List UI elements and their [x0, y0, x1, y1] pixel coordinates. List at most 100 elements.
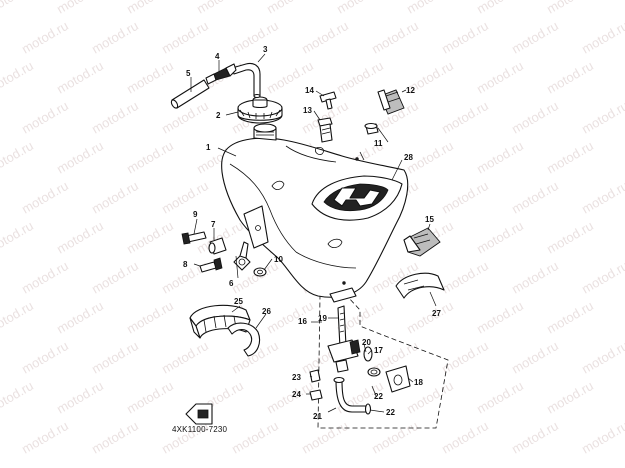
watermark-text: motod.ru [439, 178, 491, 217]
lever-plate [385, 365, 411, 393]
watermark-text: motod.ru [439, 98, 491, 137]
watermark-text: motod.ru [0, 58, 36, 97]
watermark-text: motod.ru [54, 138, 106, 177]
watermark-text: motod.ru [334, 0, 386, 17]
watermark-text: motod.ru [439, 338, 491, 377]
watermark-text: motod.ru [89, 18, 141, 57]
watermark-text: motod.ru [579, 178, 625, 217]
watermark-text: motod.ru [404, 298, 456, 337]
watermark-text: motod.ru [159, 178, 211, 217]
watermark-text: motod.ru [194, 0, 246, 17]
watermark-text: motod.ru [474, 58, 526, 97]
petcock-group-outline [317, 295, 449, 429]
watermark-text: motod.ru [544, 218, 596, 257]
callout-1: 1 [206, 143, 211, 152]
callout-4: 4 [215, 52, 220, 61]
collar-bolt [233, 241, 251, 271]
callout-12: 12 [406, 86, 415, 95]
breather-pipe [170, 79, 210, 109]
watermark-text: motod.ru [0, 218, 36, 257]
fuel-tank [221, 123, 409, 298]
watermark-text: motod.ru [124, 138, 176, 177]
watermark-text: motod.ru [19, 338, 71, 377]
watermark-text: motod.ru [509, 98, 561, 137]
watermark-text: motod.ru [544, 58, 596, 97]
watermark-text: motod.ru [89, 98, 141, 137]
watermark-text: motod.ru [54, 218, 106, 257]
watermark-text: motod.ru [0, 378, 36, 417]
screw-13 [317, 117, 333, 143]
watermark-text: motod.ru [19, 18, 71, 57]
watermark-text: motod.ru [579, 258, 625, 297]
watermark-text: motod.ru [0, 0, 36, 17]
watermark-text: motod.ru [124, 58, 176, 97]
callout-20: 20 [362, 338, 371, 347]
watermark-text: motod.ru [19, 98, 71, 137]
watermark-text: motod.ru [474, 298, 526, 337]
bolt-8 [199, 257, 223, 273]
watermark-text: motod.ru [54, 378, 106, 417]
watermark-text: motod.ru [89, 178, 141, 217]
watermark-text: motod.ru [264, 0, 316, 17]
watermark-text: motod.ru [404, 378, 456, 417]
watermark-text: motod.ru [124, 218, 176, 257]
fuel-cock [327, 287, 361, 373]
bolt-9 [181, 231, 207, 245]
watermark-text: motod.ru [579, 18, 625, 57]
watermark-text: motod.ru [54, 58, 106, 97]
watermark-text: motod.ru [544, 0, 596, 17]
callout-24: 24 [292, 390, 301, 399]
watermark-text: motod.ru [579, 98, 625, 137]
callout-21: 21 [313, 412, 322, 421]
grommet-11 [364, 122, 379, 135]
watermark-text: motod.ru [89, 258, 141, 297]
watermark-text: motod.ru [439, 18, 491, 57]
callout-10: 10 [274, 255, 283, 264]
callout-18: 18 [414, 378, 423, 387]
front-arrow-icon [185, 403, 213, 425]
band-26 [227, 322, 261, 357]
callout-11: 11 [374, 139, 383, 148]
heat-shield [395, 272, 445, 299]
callouts: 1 2 3 4 5 6 7 8 9 10 11 12 13 14 15 16 1… [183, 45, 441, 421]
watermark-text: motod.ru [509, 178, 561, 217]
watermark-text: motod.ru [89, 418, 141, 457]
watermark-text: motod.ru [159, 98, 211, 137]
callout-28: 28 [404, 153, 413, 162]
watermark-text: motod.ru [369, 18, 421, 57]
watermark-text: motod.ru [334, 58, 386, 97]
callout-19: 19 [318, 314, 327, 323]
screw-14 [319, 91, 337, 110]
fuel-cap [237, 96, 283, 124]
watermark-text: motod.ru [264, 378, 316, 417]
watermark-text: motod.ru [124, 0, 176, 17]
callout-23: 23 [292, 373, 301, 382]
watermark-text: motod.ru [404, 0, 456, 17]
watermark-text: motod.ru [89, 338, 141, 377]
watermark-text: motod.ru [474, 218, 526, 257]
watermark-text: motod.ru [439, 418, 491, 457]
part-code: 4XK1100-7230 [172, 425, 228, 434]
watermark-text: motod.ru [544, 138, 596, 177]
watermark-text: motod.ru [0, 138, 36, 177]
callout-22b: 22 [386, 408, 395, 417]
watermark-text: motod.ru [579, 418, 625, 457]
watermark-text: motod.ru [439, 258, 491, 297]
watermark-text: motod.ru [19, 258, 71, 297]
watermark-text: motod.ru [544, 378, 596, 417]
callout-17: 17 [374, 346, 383, 355]
callout-7: 7 [211, 220, 216, 229]
callout-2: 2 [216, 111, 221, 120]
callout-15: 15 [425, 215, 434, 224]
callout-16: 16 [298, 317, 307, 326]
watermark-text: motod.ru [509, 418, 561, 457]
watermark-text: motod.ru [544, 298, 596, 337]
callout-8: 8 [183, 260, 188, 269]
watermark-text: motod.ru [579, 338, 625, 377]
callout-9: 9 [193, 210, 198, 219]
callout-26: 26 [262, 307, 271, 316]
screws-23-24 [309, 369, 323, 401]
hose-clips [333, 376, 372, 415]
callout-6: 6 [229, 279, 234, 288]
